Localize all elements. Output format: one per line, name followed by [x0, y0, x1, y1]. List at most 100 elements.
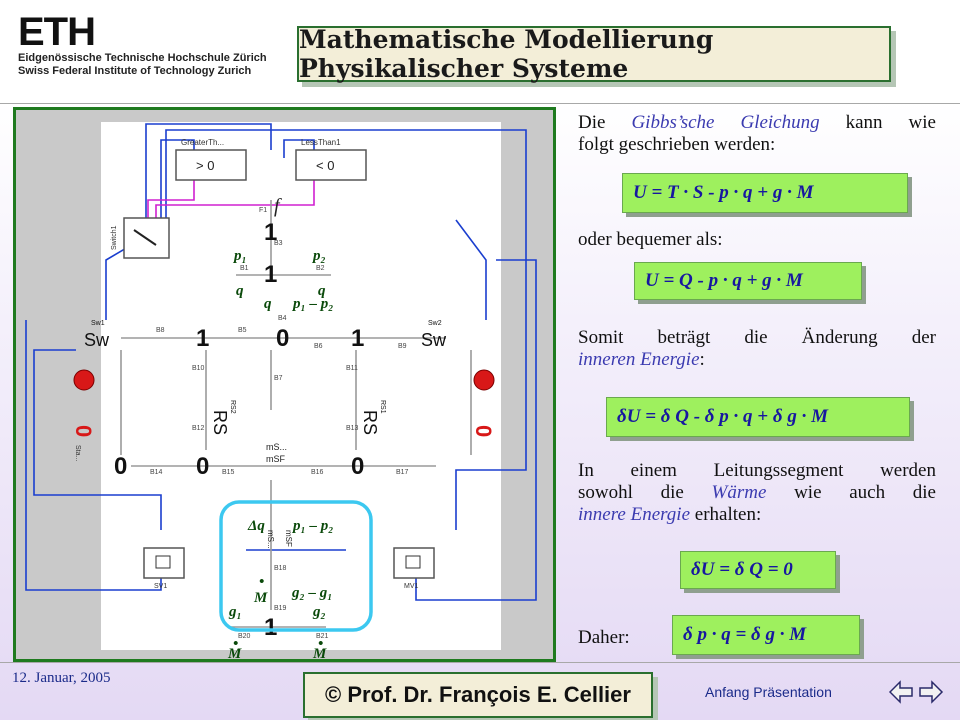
equation-variation: δU = δ Q - δ p · q + δ g · M — [606, 397, 910, 437]
heat-term: Wärme — [711, 482, 767, 503]
math-label-g1: g₁ — [228, 604, 242, 620]
math-label-g2: g₂ — [312, 604, 326, 620]
equation-conservation: δU = δ Q = 0 — [680, 551, 836, 589]
signal-line — [147, 180, 195, 218]
math-label-mass-flow: M — [253, 590, 268, 606]
sv1-block: SV1 — [143, 547, 185, 590]
sw-element: Sw — [421, 330, 447, 350]
bond-label: B7 — [274, 375, 283, 382]
equation-gibbs: U = T · S - p · q + g · M — [622, 173, 908, 213]
block-box — [393, 547, 435, 579]
comparator-greater: GreaterTh... > 0 — [175, 138, 247, 181]
mv1-block: MV1 — [393, 547, 435, 590]
block-symbol: > 0 — [196, 158, 214, 173]
bond-label: B2 — [316, 265, 325, 272]
bond-labels: B1 B2 B3 B4 B5 B6 B7 B8 B9 B10 B11 B12 B… — [150, 240, 409, 640]
block-label: Sw2 — [428, 320, 442, 327]
nav-start-link[interactable]: Anfang Präsentation — [705, 684, 832, 700]
signal-line — [160, 139, 195, 218]
somit-line-2: inneren Energie: — [578, 349, 936, 371]
bond-label: B16 — [311, 469, 324, 476]
math-label-q: q — [318, 283, 326, 299]
junction-zero: 0 — [276, 325, 289, 352]
bond-label: B18 — [274, 565, 287, 572]
bond-label: B3 — [274, 240, 283, 247]
leitung-paragraph: In einem Leitungssegment werden sowohl d… — [578, 460, 936, 526]
signal-line — [165, 129, 527, 530]
gibbs-equation-term: Gibbs’sche Gleichung — [631, 112, 820, 133]
block-label: F1 — [259, 207, 267, 214]
block-label: mS... — [266, 442, 287, 452]
bond-label: B6 — [314, 343, 323, 350]
block-label: mSF — [284, 530, 293, 547]
block-symbol — [405, 555, 421, 569]
intro-line-1: Die Gibbs’sche Gleichung kann wie — [578, 112, 936, 134]
math-label-mass-flow: M — [312, 646, 327, 659]
back-arrow-icon[interactable] — [888, 680, 914, 704]
block-label: MV1 — [404, 583, 419, 590]
signal-line — [415, 259, 537, 601]
eth-logo-wordmark: ETH — [18, 10, 96, 54]
junction-one: 1 — [351, 325, 364, 352]
switch-contact — [133, 229, 157, 246]
bond-label: B12 — [192, 425, 205, 432]
leitung-line-1: In einem Leitungssegment werden — [578, 460, 936, 481]
block-box — [143, 547, 185, 579]
block-label: RS2 — [229, 400, 236, 414]
bond-label: B21 — [316, 633, 329, 640]
block-label: Switch1 — [111, 225, 118, 250]
indicator-lamp — [73, 369, 95, 391]
text-run: erhalten: — [690, 504, 762, 525]
course-title: Mathematische Modellierung Physikalische… — [297, 25, 891, 83]
footer-author: © Prof. Dr. François E. Cellier — [303, 672, 653, 718]
intro-line-2: folgt geschrieben werden: — [578, 134, 776, 155]
indicator-lamp — [473, 369, 495, 391]
flow-source-symbol: f — [274, 195, 282, 217]
junction-zero: 0 — [114, 453, 127, 480]
block-label: Sw1 — [91, 320, 105, 327]
intro-paragraph: Die Gibbs’sche Gleichung kann wie folgt … — [578, 112, 936, 156]
math-dot: • — [233, 636, 238, 652]
signal-line — [283, 139, 315, 158]
signal-line — [33, 349, 162, 530]
junction-zero-red: 0 — [71, 425, 96, 437]
junction-zero: 0 — [351, 453, 364, 480]
sw-element: Sw — [84, 330, 110, 350]
junction-one: 1 — [264, 614, 277, 641]
bond-label: B9 — [398, 343, 407, 350]
bond-label: B13 — [346, 425, 359, 432]
block-label: mS... — [266, 530, 275, 549]
text-run: kann wie — [819, 112, 936, 133]
rs-element: RS — [360, 410, 380, 435]
junctions: 1 1 1 0 1 0 0 0 1 — [114, 219, 364, 641]
bond-label: B11 — [346, 365, 358, 372]
block-symbol — [155, 555, 171, 569]
daher-text: Daher: — [578, 627, 630, 648]
math-label-q: q — [264, 296, 272, 312]
comparator-less: LessThan1 < 0 — [295, 138, 367, 181]
block-label: RS1 — [379, 400, 386, 414]
signal-line — [25, 320, 162, 591]
junction-one: 1 — [264, 261, 277, 288]
text-run: : — [699, 349, 705, 370]
forward-arrow-icon[interactable] — [918, 680, 944, 704]
math-label-q: q — [236, 283, 244, 299]
bond-label: B1 — [240, 265, 249, 272]
eth-logo-line-english: Swiss Federal Institute of Technology Zu… — [18, 65, 252, 77]
leitung-line-2: sowohl die Wärme wie auch die — [578, 482, 936, 504]
signal-lines — [25, 123, 537, 601]
oder-text: oder bequemer als: — [578, 229, 723, 250]
signal-line — [455, 219, 487, 320]
bond-label: B8 — [156, 327, 165, 334]
bond-label: B10 — [192, 365, 205, 372]
footer-divider — [0, 662, 960, 663]
block-label: SV1 — [154, 583, 167, 590]
junction-zero: 0 — [196, 453, 209, 480]
block-label: mSF — [266, 454, 286, 464]
junction-one: 1 — [264, 219, 277, 246]
math-dot: • — [259, 574, 264, 590]
equation-result: δ p · q = δ g · M — [672, 615, 860, 655]
text-run: wie auch die — [766, 482, 936, 503]
math-label-p2: p₂ — [311, 248, 326, 264]
switch-signal-lines — [147, 180, 315, 218]
